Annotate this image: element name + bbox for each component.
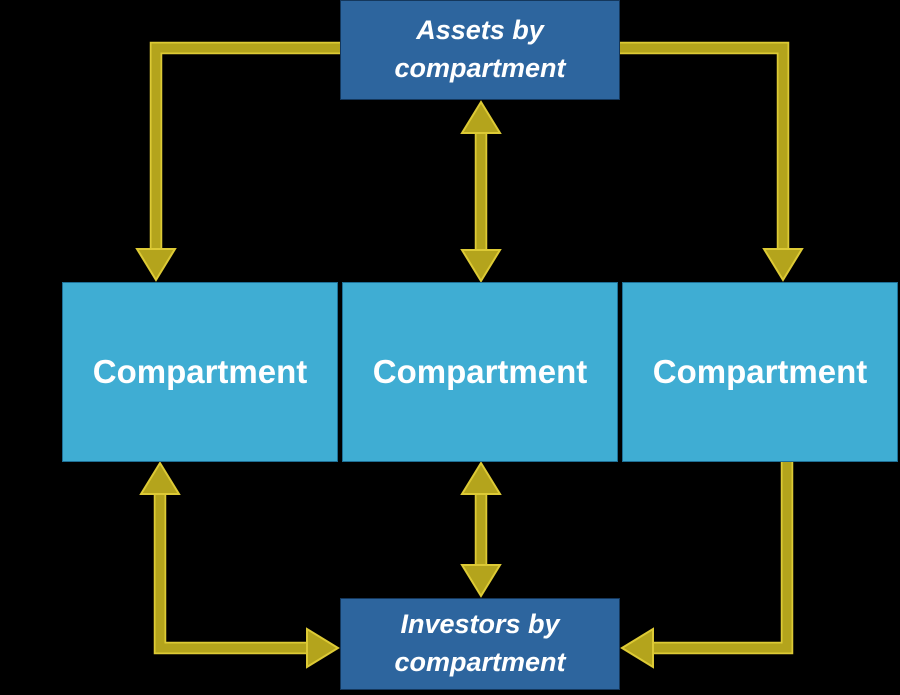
assets-by-compartment-label: Assets by compartment bbox=[394, 15, 566, 83]
assets-by-compartment-box: Assets by compartment bbox=[340, 0, 620, 100]
arrow-assets-to-right-compartment bbox=[620, 41, 804, 282]
arrow-left-compartment-investors bbox=[139, 461, 340, 669]
arrow-middle-compartment-investors bbox=[460, 461, 502, 598]
compartment-box-left: Compartment bbox=[62, 282, 338, 462]
arrow-assets-middle-compartment bbox=[460, 100, 502, 283]
compartment-box-right: Compartment bbox=[622, 282, 898, 462]
investors-by-compartment-box: Investors by compartment bbox=[340, 598, 620, 690]
arrow-assets-to-left-compartment bbox=[135, 41, 340, 282]
compartment-left-label: Compartment bbox=[92, 353, 308, 390]
arrow-right-compartment-to-investors bbox=[620, 462, 794, 669]
compartment-middle-label: Compartment bbox=[372, 353, 588, 390]
investors-by-compartment-label: Investors by compartment bbox=[394, 609, 566, 677]
compartment-box-middle: Compartment bbox=[342, 282, 618, 462]
compartment-right-label: Compartment bbox=[652, 353, 868, 390]
